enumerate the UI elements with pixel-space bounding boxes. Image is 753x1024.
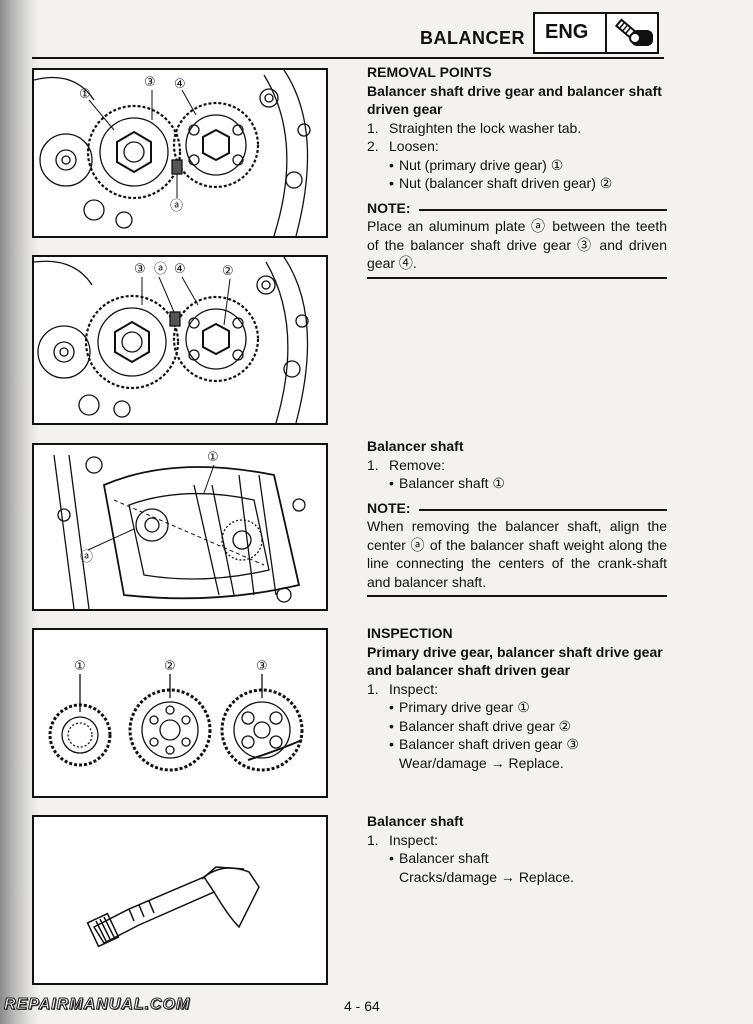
removal-heading: REMOVAL POINTS bbox=[367, 64, 492, 80]
callout-3: ③ bbox=[144, 75, 156, 90]
eng-badge: ENG bbox=[533, 12, 659, 54]
removal-step-1: 1. Straighten the lock washer tab. bbox=[367, 119, 667, 138]
list-item: •Balancer shaft drive gear ② bbox=[389, 717, 572, 734]
callout-4: ④ bbox=[174, 77, 186, 92]
engine-wrench-icon bbox=[614, 18, 653, 46]
shaft-inspection-heading: Balancer shaft bbox=[367, 813, 464, 829]
balancer-shaft-inspection-figure bbox=[32, 815, 328, 985]
balancer-removal-heading: Balancer shaft bbox=[367, 438, 464, 454]
balancer-removal-section: Balancer shaft 1. Remove: •Balancer shaf… bbox=[367, 437, 667, 597]
callout-4: ④ bbox=[174, 262, 186, 277]
step-text: Loosen: bbox=[389, 138, 439, 154]
page-number: 4 - 64 bbox=[344, 998, 380, 1014]
callout-1: ① bbox=[74, 659, 86, 674]
badge-divider bbox=[605, 14, 607, 52]
callout-a: ⓐ bbox=[80, 550, 93, 565]
callout-1: ① bbox=[79, 87, 91, 102]
removal-subheading: Balancer shaft drive gear and balancer s… bbox=[367, 82, 662, 118]
note-heading: NOTE: bbox=[367, 199, 667, 218]
eng-badge-label: ENG bbox=[545, 21, 589, 43]
callout-1: ① bbox=[207, 450, 219, 465]
note-heading: NOTE: bbox=[367, 499, 667, 518]
note-end-rule bbox=[367, 276, 667, 279]
inspection-result: Wear/damage → Replace. bbox=[399, 754, 564, 771]
callout-2: ② bbox=[222, 264, 234, 279]
inspection-heading: INSPECTION bbox=[367, 625, 453, 641]
inspection-step-1: 1. Inspect: bbox=[367, 680, 439, 697]
inspection-section: INSPECTION Primary drive gear, balancer … bbox=[367, 624, 667, 772]
gears-inspection-figure: ① ② ③ bbox=[32, 628, 328, 798]
step-number: 1. bbox=[367, 119, 379, 136]
removal-section: REMOVAL POINTS Balancer shaft drive gear… bbox=[367, 63, 667, 279]
list-item: •Balancer shaft ① bbox=[389, 475, 505, 491]
callout-2: ② bbox=[164, 659, 176, 674]
callout-3: ③ bbox=[256, 659, 268, 674]
callout-3: ③ bbox=[134, 262, 146, 277]
balancer-removal-step-1: 1. Remove: bbox=[367, 456, 446, 473]
shaft-inspection-step-1: 1. Inspect: bbox=[367, 831, 439, 848]
step-number: 2. bbox=[367, 138, 379, 154]
header-rule bbox=[32, 57, 664, 59]
shaft-inspection-result: Cracks/damage → Replace. bbox=[399, 868, 575, 885]
list-item: •Balancer shaft bbox=[389, 850, 489, 866]
callout-a: ⓐ bbox=[154, 262, 167, 277]
section-title: BALANCER bbox=[420, 28, 525, 48]
list-item: •Balancer shaft driven gear ③ bbox=[389, 736, 579, 752]
list-item: •Nut (primary drive gear) ① bbox=[389, 156, 564, 173]
aluminum-plate-figure: ③ ⓐ ④ ② bbox=[32, 255, 328, 425]
removal-step-2: 2. Loosen: bbox=[367, 137, 667, 156]
gear-removal-figure: ① ③ ④ ⓐ bbox=[32, 68, 328, 238]
inspection-subheading: Primary drive gear, balancer shaft drive… bbox=[367, 643, 663, 679]
balancer-shaft-removal-figure: ① ⓐ bbox=[32, 443, 328, 611]
callout-a: ⓐ bbox=[170, 199, 183, 214]
list-item: •Primary drive gear ① bbox=[389, 699, 530, 715]
note-end-rule bbox=[367, 595, 667, 597]
step-text: Straighten the lock washer tab. bbox=[389, 119, 582, 136]
note-text: When removing the balancer shaft, align … bbox=[367, 518, 667, 590]
watermark-logo: REPAIRMANUAL.COM bbox=[3, 996, 191, 1014]
list-item: •Nut (balancer shaft driven gear) ② bbox=[389, 175, 613, 191]
shaft-inspection-section: Balancer shaft 1. Inspect: •Balancer sha… bbox=[367, 812, 667, 886]
note-text: Place an aluminum plate ⓐ between the te… bbox=[367, 218, 667, 271]
